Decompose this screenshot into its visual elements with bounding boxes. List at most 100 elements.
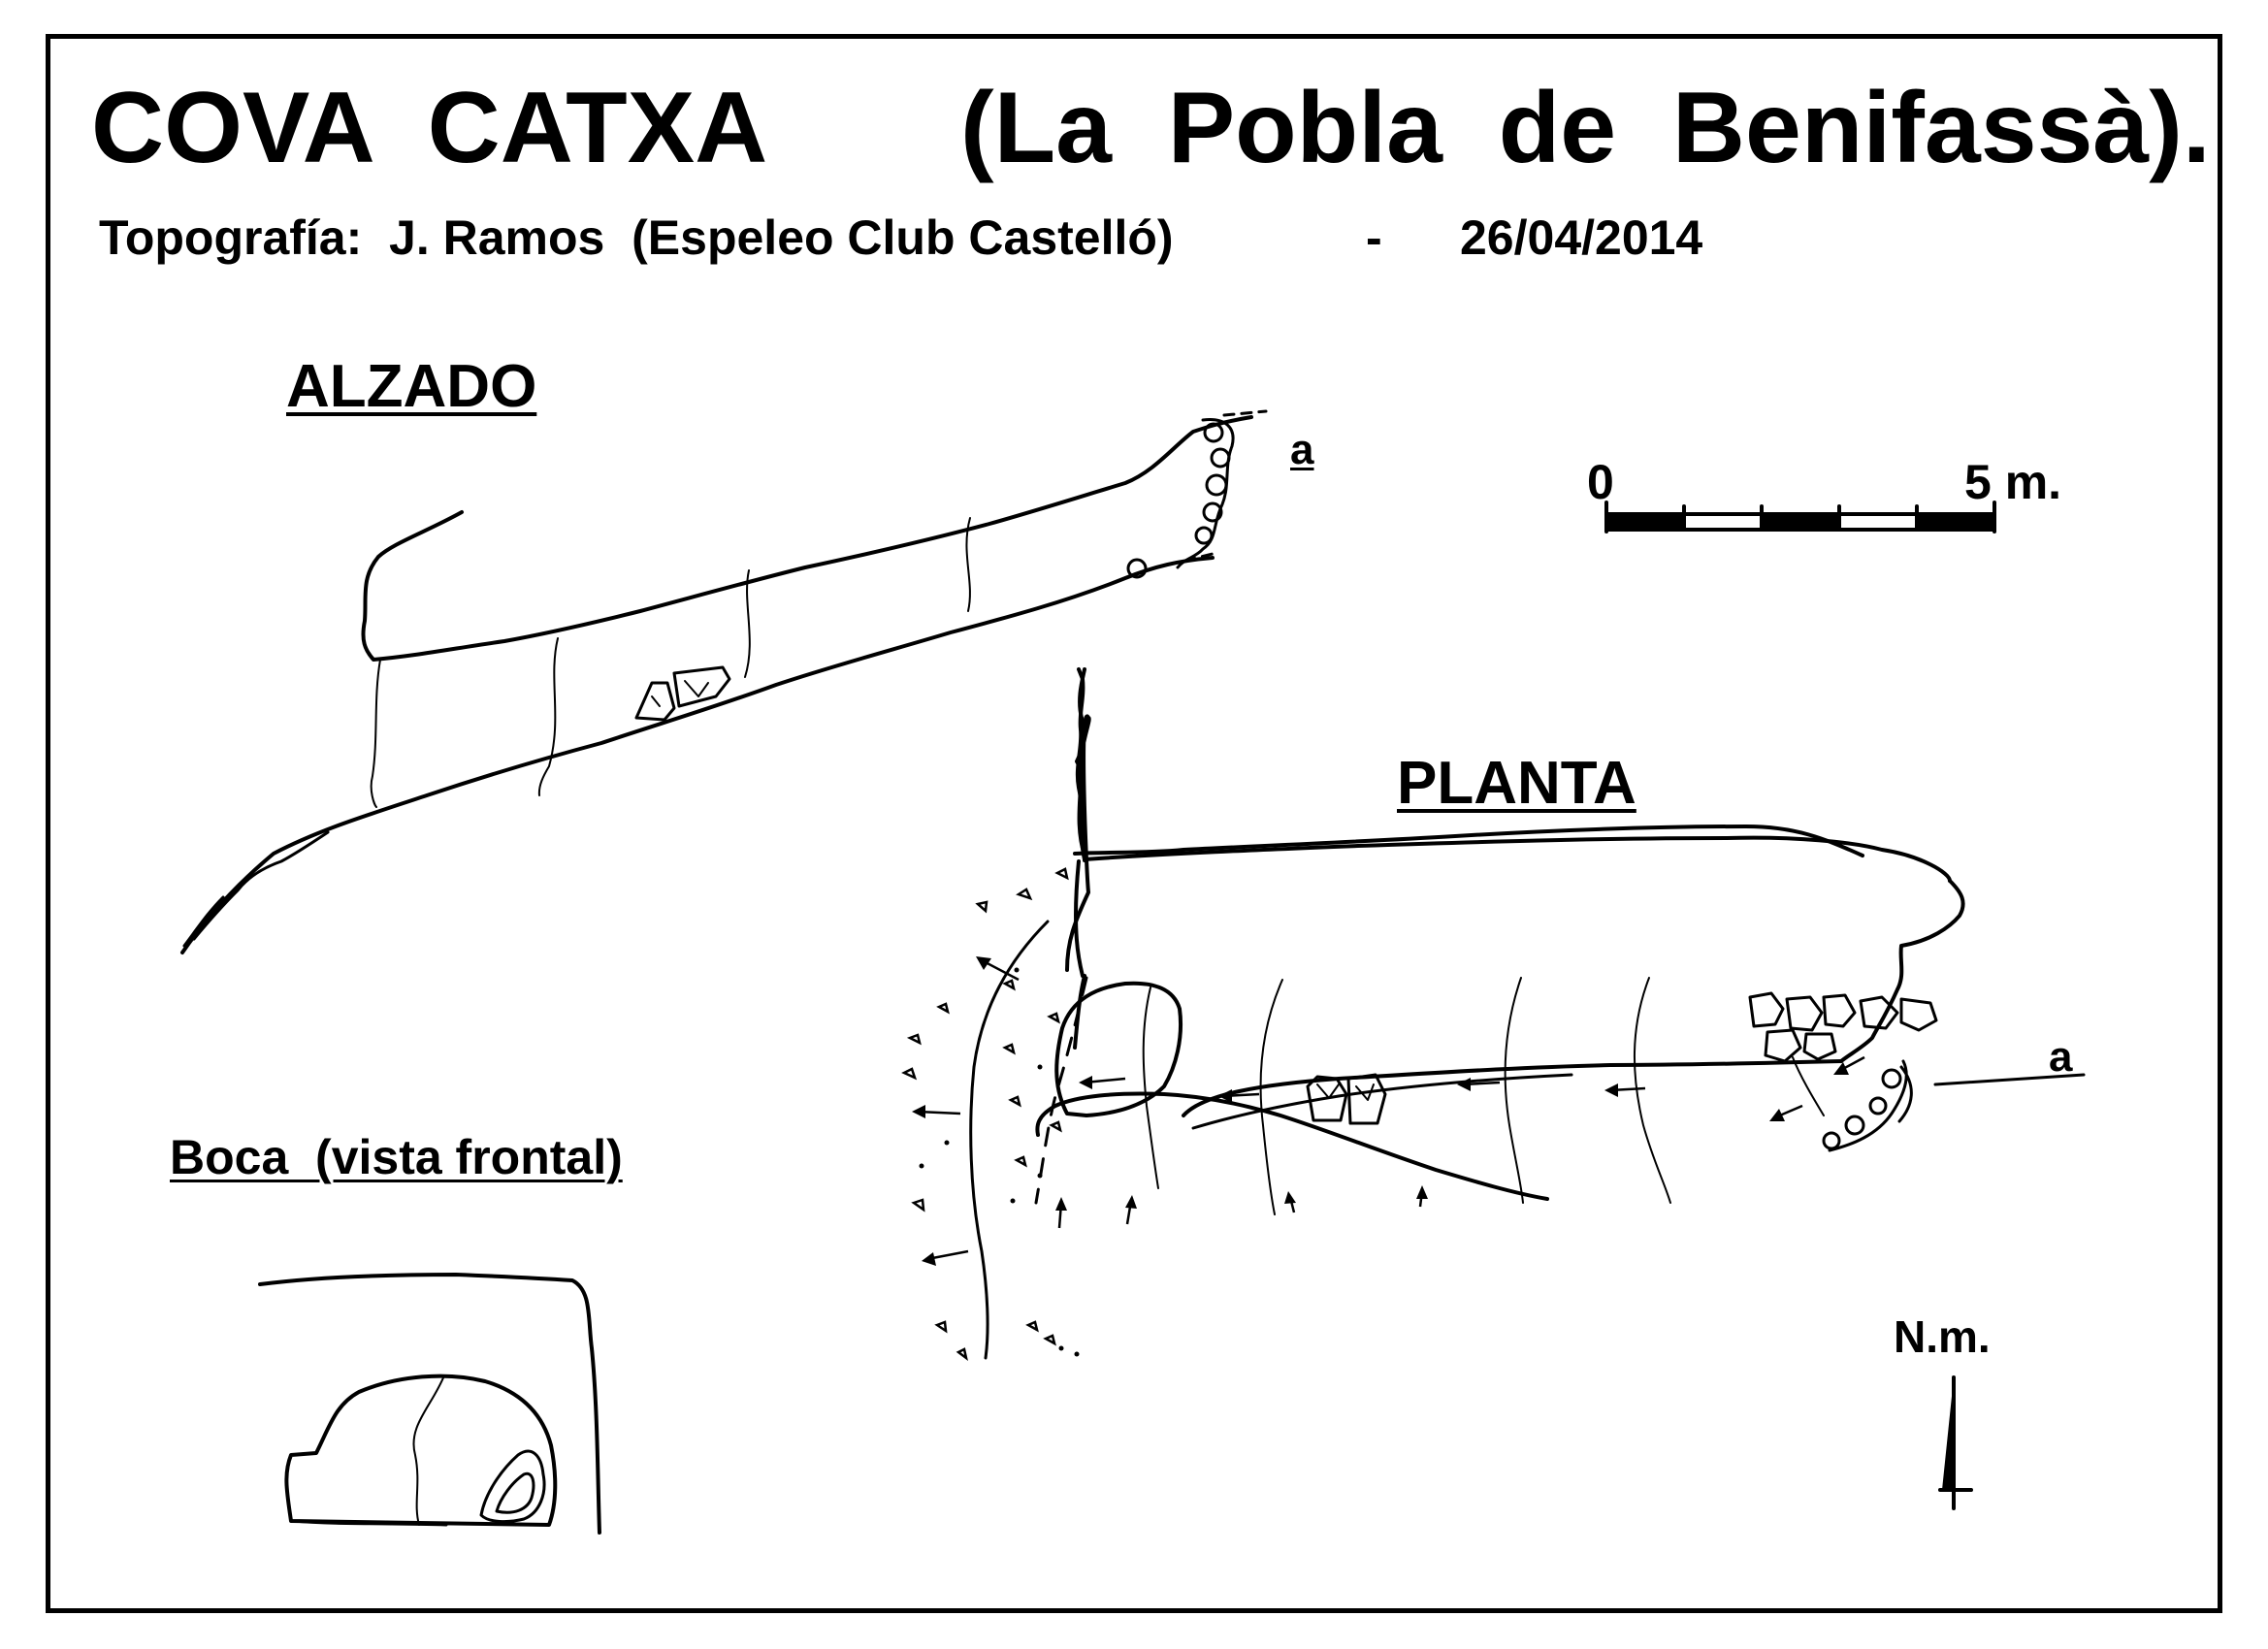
flow-arrow — [1055, 1197, 1067, 1229]
flow-arrow — [1604, 1083, 1646, 1097]
north-arrow-label: N.m. — [1894, 1311, 1991, 1362]
boca-boulder-inner — [495, 1471, 535, 1514]
planta-terminal-rubble — [1828, 1059, 1913, 1152]
flow-arrow — [1125, 1195, 1137, 1225]
planta-lower-wall — [1035, 1091, 1549, 1201]
boca-boulder-outer — [479, 1449, 546, 1524]
alzado-rubble-stone — [1203, 422, 1224, 443]
flow-arrow — [1457, 1078, 1501, 1091]
alzado-section-a-dash-bottom — [1183, 551, 1218, 563]
alzado-rubble-stone — [1210, 447, 1231, 469]
scree-pebble — [1008, 1095, 1021, 1108]
scale-bar-ticks — [1604, 501, 1996, 534]
scree-dot — [1010, 1198, 1016, 1204]
scale-bar-end-label: 5 m. — [1964, 455, 2062, 509]
alzado-section-mark: a — [1290, 426, 1314, 473]
scree-pebble — [901, 1067, 918, 1081]
scree-pebble — [1043, 1334, 1056, 1346]
survey-credits: Topografía: J. Ramos (Espeleo Club Caste… — [99, 210, 1174, 265]
planta-scree-pebbles — [901, 867, 1069, 1362]
scree-pebble — [1049, 1120, 1062, 1133]
planta-rubble-stone — [1868, 1096, 1888, 1116]
alzado-entrance-rubble — [182, 830, 330, 948]
flow-arrow — [1769, 1104, 1803, 1121]
planta-outer-slope-line — [969, 920, 1050, 1360]
flow-arrow — [1284, 1191, 1296, 1213]
planta-contour-line-4 — [1633, 977, 1671, 1204]
planta-terminal-contour — [1792, 1056, 1825, 1116]
alzado-terminal-rubble — [1176, 417, 1235, 569]
scree-pebble — [1002, 979, 1016, 991]
scale-bar — [1604, 501, 1996, 534]
flow-arrow — [976, 956, 1020, 982]
planta-flow-arrows — [912, 956, 1865, 1266]
alzado-floor-line — [180, 556, 1215, 954]
planta-heading: PLANTA — [1397, 750, 1636, 817]
scree-pebble — [1002, 1043, 1016, 1055]
flow-arrow — [1079, 1076, 1126, 1089]
planta-section-a-line — [1933, 1073, 2086, 1086]
scree-pebble — [1047, 1012, 1060, 1024]
scree-pebble — [1016, 888, 1033, 901]
alzado-rubble-stone — [1202, 501, 1223, 523]
flow-arrow — [1416, 1185, 1428, 1208]
scree-dot — [919, 1163, 924, 1169]
alzado-boulder-left — [634, 681, 676, 722]
north-arrow — [1938, 1375, 1973, 1510]
scale-bar-segment-dark — [1606, 514, 1684, 530]
flow-arrow — [1218, 1089, 1260, 1103]
north-arrow-head — [1942, 1377, 1954, 1490]
planta-contour-line-1 — [1142, 986, 1159, 1189]
scale-bar-segment-dark — [1917, 514, 1994, 530]
flow-arrow — [912, 1105, 961, 1118]
scree-pebble — [956, 1347, 968, 1362]
alzado-section — [180, 409, 1268, 954]
planta-entrance-lip — [1074, 859, 1085, 978]
scale-bar-start-label: 0 — [1587, 455, 1614, 509]
boca-heading: Boca (vista frontal) — [170, 1130, 623, 1184]
scree-pebble — [906, 1033, 922, 1046]
scree-pebble — [911, 1198, 925, 1212]
boca-floor-rubble — [291, 1519, 448, 1527]
planta-terminal-end — [1839, 879, 1965, 1063]
scree-pebble — [1025, 1320, 1039, 1333]
boca-outline — [258, 1273, 601, 1535]
scree-pebble — [1014, 1155, 1027, 1168]
planta-rubble-stone — [1822, 1131, 1841, 1150]
planta-section-mark: a — [2049, 1033, 2073, 1081]
planta-boulder-right — [1346, 1073, 1387, 1125]
alzado-rubble-stone — [1126, 558, 1148, 579]
alzado-crack-line-3 — [744, 569, 751, 678]
planta-boulder-left — [1306, 1075, 1348, 1122]
alzado-crack-line-2 — [537, 637, 559, 796]
scree-dot — [1058, 1345, 1064, 1351]
planta-boulder-field — [1748, 991, 1938, 1063]
alzado-ceiling-line — [361, 415, 1253, 662]
flow-arrow — [1833, 1055, 1865, 1075]
planta-rubble-stone — [1881, 1068, 1902, 1089]
alzado-rubble-stone — [1194, 526, 1214, 545]
planta-boulder-block — [1054, 981, 1183, 1117]
boca-section — [258, 1273, 601, 1535]
planta-boulder-detail — [1316, 1083, 1375, 1101]
scree-pebble — [936, 1002, 950, 1015]
planta-contour-line-2 — [1259, 979, 1283, 1215]
planta-section — [969, 667, 2086, 1360]
alzado-rubble-stone — [1205, 473, 1228, 497]
scree-dot — [1074, 1351, 1080, 1357]
alzado-boulder-right — [672, 665, 731, 708]
scree-pebble — [975, 900, 988, 914]
planta-gallery-bottom — [1182, 1059, 1843, 1117]
planta-scree-dots — [919, 967, 1080, 1357]
alzado-crack-line-4 — [965, 517, 971, 612]
scree-pebble — [1054, 867, 1069, 881]
scree-pebble — [934, 1320, 948, 1334]
planta-gallery-top — [1083, 835, 1952, 883]
flow-arrow — [922, 1249, 969, 1266]
scree-dot — [1037, 1064, 1043, 1070]
boca-crack — [412, 1374, 445, 1526]
survey-location: (La Pobla de Benifassà). — [960, 72, 2211, 184]
alzado-crack-line-1 — [370, 659, 381, 808]
